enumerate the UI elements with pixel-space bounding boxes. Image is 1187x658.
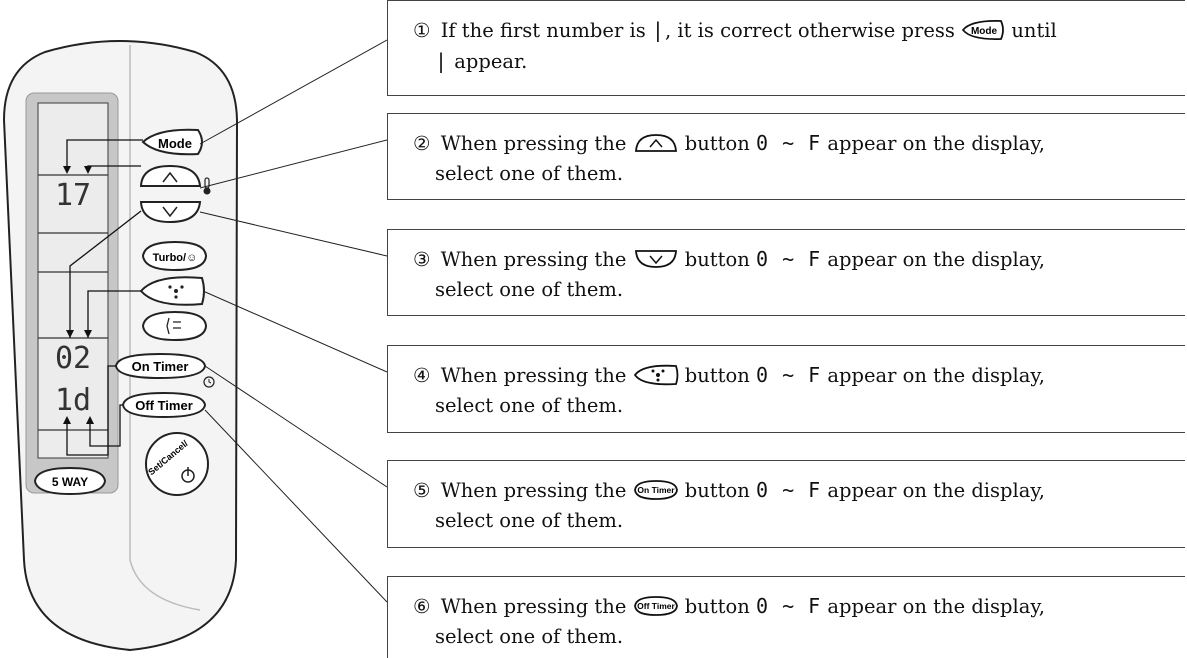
step-line: ⑤ When pressing the On Timer button 0 ~ …: [413, 475, 1175, 506]
step-text: until: [1011, 19, 1057, 42]
step-line: ④ When pressing the button 0 ~ F appear …: [413, 360, 1175, 391]
step-text: When pressing the: [440, 364, 627, 387]
step-text: appear.: [454, 50, 528, 73]
range-text: 0 ~ F: [755, 363, 822, 387]
thermometer-icon: [203, 177, 211, 195]
segment-symbol: |: [435, 49, 449, 73]
step-marker: ⑤: [413, 479, 431, 502]
range-text: 0 ~ F: [755, 131, 822, 155]
step-marker: ⑥: [413, 595, 431, 618]
range-text: 0 ~ F: [755, 594, 822, 618]
step-line: ③ When pressing the button 0 ~ F appear …: [413, 244, 1175, 275]
step-text: , it is correct otherwise press: [664, 19, 955, 42]
step-line-2: select one of them.: [413, 622, 1175, 652]
five-way-button[interactable]: 5 WAY: [33, 466, 107, 496]
step-text: When pressing the: [440, 248, 627, 271]
off-timer-button[interactable]: Off Timer: [121, 391, 207, 419]
step-marker: ④: [413, 364, 431, 387]
step-text: select one of them.: [435, 278, 624, 301]
mode-button[interactable]: Mode: [141, 128, 203, 156]
step-box-4: ④ When pressing the button 0 ~ F appear …: [387, 345, 1185, 433]
on-timer-button-icon: On Timer: [633, 480, 678, 500]
svg-text:Mode: Mode: [158, 136, 192, 151]
step-box-6: ⑥ When pressing the Off Timer button 0 ~…: [387, 576, 1185, 658]
clock-icon: [203, 376, 215, 388]
step-line: ① If the first number is |, it is correc…: [413, 15, 1175, 46]
temp-up-button[interactable]: [139, 164, 202, 187]
svg-text:Mode: Mode: [971, 26, 998, 37]
step-box-3: ③ When pressing the button 0 ~ F appear …: [387, 229, 1185, 316]
step-text: button: [684, 248, 750, 271]
svg-text:Turbo/☺: Turbo/☺: [153, 252, 198, 264]
step-marker: ②: [413, 132, 431, 155]
swing-button[interactable]: [141, 310, 208, 342]
step-line: ⑥ When pressing the Off Timer button 0 ~…: [413, 591, 1175, 622]
svg-text:On Timer: On Timer: [132, 359, 189, 374]
step-line-2: select one of them.: [413, 506, 1175, 536]
set-cancel-button[interactable]: Set/Cancel/: [145, 432, 209, 496]
range-text: 0 ~ F: [755, 247, 822, 271]
step-text: If the first number is: [440, 19, 646, 42]
step-text: appear on the display,: [827, 364, 1046, 387]
step-text: button: [684, 595, 750, 618]
svg-text:Off Timer: Off Timer: [637, 601, 675, 611]
display-digit-low: 1d: [55, 383, 91, 418]
step-line-2: | appear.: [413, 46, 1175, 77]
step-box-5: ⑤ When pressing the On Timer button 0 ~ …: [387, 460, 1185, 548]
step-text: appear on the display,: [827, 248, 1046, 271]
step-text: button: [684, 364, 750, 387]
turbo-button[interactable]: Turbo/☺: [141, 240, 208, 272]
off-timer-button-icon: Off Timer: [633, 596, 678, 616]
step-text: button: [684, 132, 750, 155]
down-button-icon: [634, 250, 677, 268]
remote-control: 17 02 1d Mode Turbo/☺: [2, 40, 239, 652]
svg-text:Off Timer: Off Timer: [135, 398, 193, 413]
svg-text:5 WAY: 5 WAY: [52, 475, 88, 489]
step-text: select one of them.: [435, 394, 624, 417]
step-text: select one of them.: [435, 625, 624, 648]
display-pointer-lines: [66, 139, 143, 456]
leader-lines: [199, 39, 388, 603]
step-text: select one of them.: [435, 509, 624, 532]
mode-button-icon: Mode: [961, 20, 1005, 40]
step-text: button: [684, 479, 750, 502]
step-box-1: ① If the first number is |, it is correc…: [387, 0, 1185, 96]
step-text: appear on the display,: [827, 479, 1046, 502]
range-text: 0 ~ F: [755, 478, 822, 502]
display-digit-mid: 02: [55, 341, 91, 376]
step-text: select one of them.: [435, 162, 624, 185]
step-line-2: select one of them.: [413, 391, 1175, 421]
step-marker: ③: [413, 248, 431, 271]
step-marker: ①: [413, 19, 431, 42]
on-timer-button[interactable]: On Timer: [114, 352, 207, 380]
display-digit-top: 17: [55, 178, 91, 213]
svg-text:On Timer: On Timer: [637, 485, 675, 495]
segment-symbol: |: [651, 18, 665, 42]
temp-down-button[interactable]: [139, 201, 202, 224]
step-text: When pressing the: [440, 132, 627, 155]
fan-button-icon: [633, 364, 678, 386]
display-arrowheads: [63, 166, 94, 424]
step-text: appear on the display,: [827, 132, 1046, 155]
step-box-2: ② When pressing the button 0 ~ F appear …: [387, 113, 1185, 200]
step-line: ② When pressing the button 0 ~ F appear …: [413, 128, 1175, 159]
step-text: When pressing the: [440, 595, 627, 618]
up-button-icon: [634, 134, 677, 152]
step-text: When pressing the: [440, 479, 627, 502]
step-line-2: select one of them.: [413, 159, 1175, 189]
step-text: appear on the display,: [827, 595, 1046, 618]
step-line-2: select one of them.: [413, 275, 1175, 305]
